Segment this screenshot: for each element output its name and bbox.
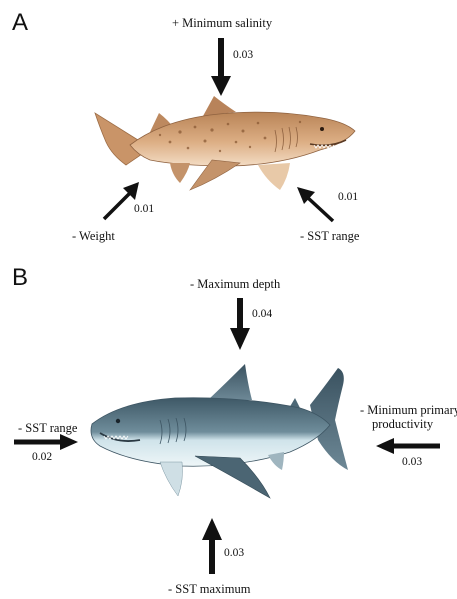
panel-a: A + Minimum salinity 0.03 xyxy=(12,9,360,243)
weight-value: 0.01 xyxy=(134,203,154,215)
weight-label: - Weight xyxy=(72,229,115,243)
maximum-depth-value: 0.04 xyxy=(252,308,272,320)
minimum-salinity-arrow xyxy=(211,38,231,96)
sst-maximum-arrow xyxy=(202,518,222,574)
sst-range-b-arrow xyxy=(14,434,78,450)
sst-range-a-value: 0.01 xyxy=(338,191,358,203)
min-primary-productivity-value: 0.03 xyxy=(402,456,422,468)
sst-range-b-value: 0.02 xyxy=(32,451,52,463)
minimum-salinity-value: 0.03 xyxy=(233,49,253,61)
maximum-depth-label: - Maximum depth xyxy=(190,277,281,291)
panel-b: B - Maximum depth 0.04 - SST range 0.02 … xyxy=(12,264,457,596)
sst-range-arrow-a xyxy=(297,187,333,221)
min-primary-productivity-label-line2: productivity xyxy=(372,417,434,431)
sst-maximum-value: 0.03 xyxy=(224,547,244,559)
panel-b-letter: B xyxy=(12,264,28,291)
sst-range-b-label: - SST range xyxy=(18,421,78,435)
min-primary-productivity-label-line1: - Minimum primary xyxy=(360,403,457,417)
bull-shark-image xyxy=(91,364,348,498)
minimum-salinity-label: + Minimum salinity xyxy=(172,16,273,30)
min-primary-productivity-arrow xyxy=(376,438,440,454)
sst-range-a-label: - SST range xyxy=(300,229,360,243)
sst-maximum-label: - SST maximum xyxy=(168,582,251,596)
sand-tiger-shark-image xyxy=(95,96,355,190)
maximum-depth-arrow xyxy=(230,298,250,350)
panel-a-letter: A xyxy=(12,9,28,36)
